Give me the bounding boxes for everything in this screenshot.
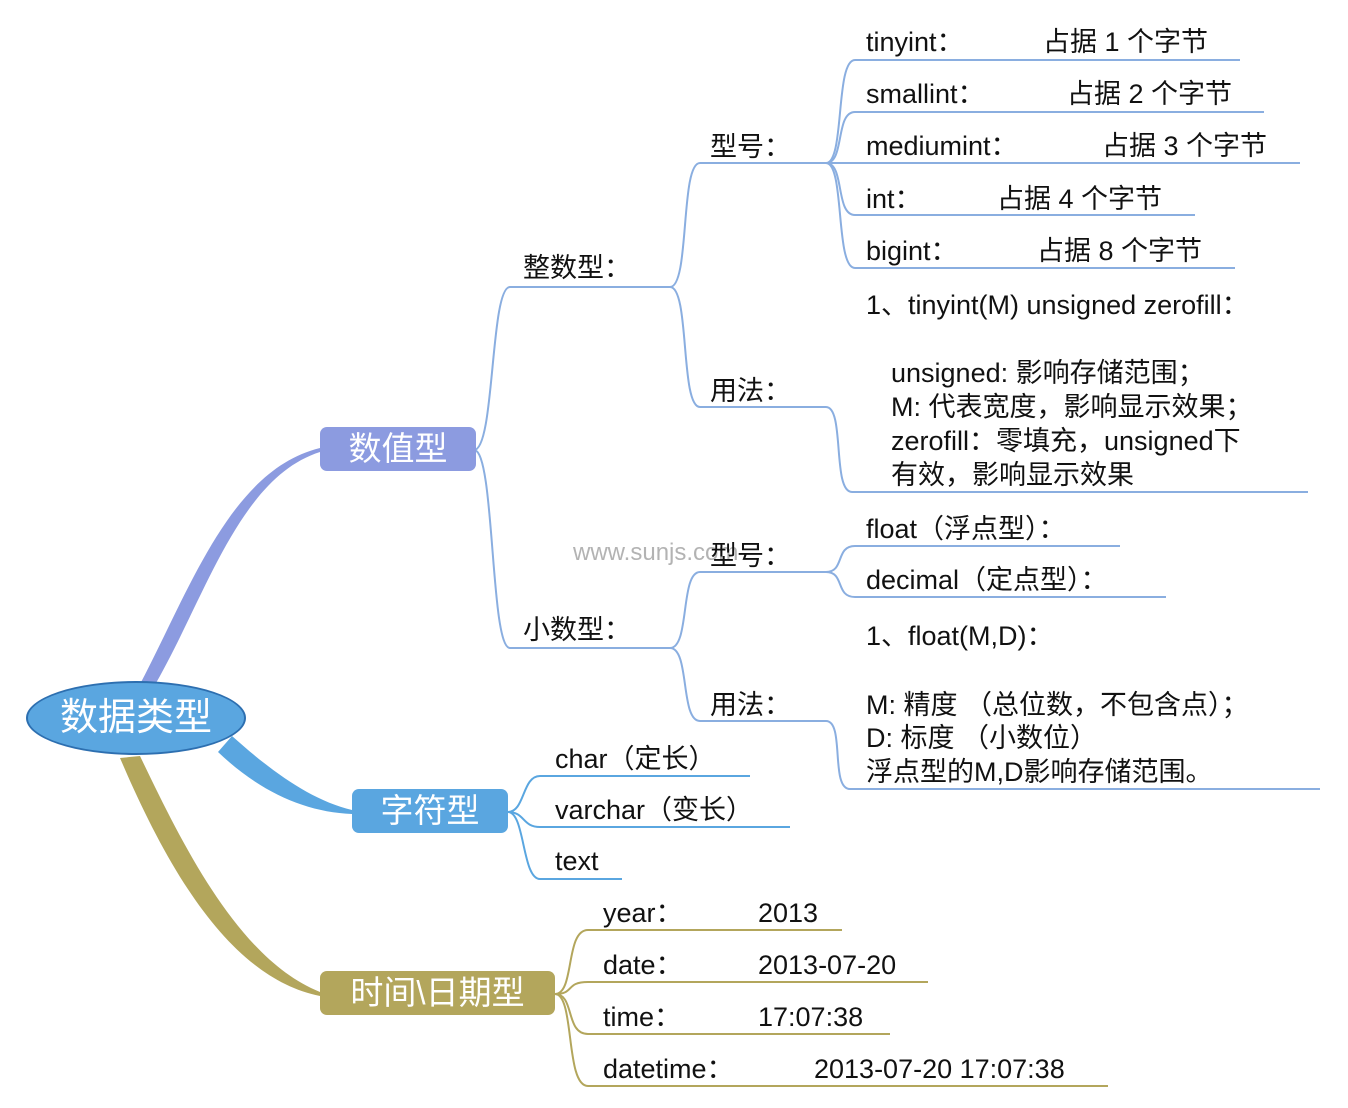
integer-usage-line: 有效，影响显示效果	[891, 460, 1134, 490]
decimal-usage-line: M: 精度 （总位数，不包含点）；	[866, 690, 1249, 720]
decimal-model-item: float（浮点型）：	[866, 514, 1066, 544]
decimal-models-node[interactable]: 型号：	[710, 541, 791, 571]
model-item-name: smallint：	[866, 79, 985, 109]
string-item: varchar（变长）	[555, 795, 754, 825]
integer-usage-heading: 1、tinyint(M) unsigned zerofill：	[866, 290, 1249, 320]
decimal-usage-node[interactable]: 用法：	[710, 690, 791, 720]
datetime-item-value: 17:07:38	[758, 1002, 864, 1032]
datetime-item-name: datetime：	[603, 1054, 734, 1084]
string-item: char（定长）	[555, 744, 716, 774]
model-item-value: 占据 2 个字节	[1067, 79, 1233, 109]
decimal-usage-heading: 1、float(M,D)：	[866, 621, 1054, 651]
model-item-value: 占据 4 个字节	[997, 184, 1163, 214]
model-item-name: int：	[866, 184, 922, 214]
numeric-node[interactable]: 数值型	[320, 427, 476, 471]
integer-node[interactable]: 整数型：	[523, 253, 631, 283]
model-item-value: 占据 1 个字节	[1043, 27, 1209, 57]
datetime-item-value: 2013	[758, 898, 819, 928]
decimal-usage-line: D: 标度 （小数位）	[866, 723, 1098, 753]
datetime-item-value: 2013-07-20	[758, 950, 897, 980]
decimal-node[interactable]: 小数型：	[523, 615, 631, 645]
datetime-item-name: time：	[603, 1002, 682, 1032]
datetime-node[interactable]: 时间\日期型	[320, 971, 555, 1015]
integer-usage-line: M: 代表宽度，影响显示效果；	[891, 392, 1253, 422]
integer-usage-line: zerofill：零填充，unsigned下	[891, 426, 1241, 456]
model-item-value: 占据 3 个字节	[1102, 131, 1268, 161]
string-node[interactable]: 字符型	[352, 789, 508, 833]
root-branch-datetime	[120, 756, 320, 996]
model-item-name: mediumint：	[866, 131, 1018, 161]
datetime-item-name: year：	[603, 898, 683, 928]
integer-usage-node[interactable]: 用法：	[710, 376, 791, 406]
decimal-model-item: decimal（定点型）：	[866, 565, 1108, 595]
string-item: text	[555, 846, 599, 876]
model-item-name: tinyint：	[866, 27, 964, 57]
decimal-usage-line: 浮点型的M,D影响存储范围。	[866, 757, 1213, 787]
datetime-item-value: 2013-07-20 17:07:38	[814, 1054, 1065, 1084]
datetime-item-name: date：	[603, 950, 683, 980]
root-branch-string	[218, 736, 352, 814]
watermark: www.sunjs.com	[573, 539, 739, 566]
root-branch-numeric	[138, 448, 320, 690]
model-item-name: bigint：	[866, 236, 958, 266]
integer-models-node[interactable]: 型号：	[710, 132, 791, 162]
model-item-value: 占据 8 个字节	[1037, 236, 1203, 266]
integer-usage-line: unsigned: 影响存储范围；	[891, 358, 1205, 388]
root-node[interactable]: 数据类型	[26, 681, 246, 755]
